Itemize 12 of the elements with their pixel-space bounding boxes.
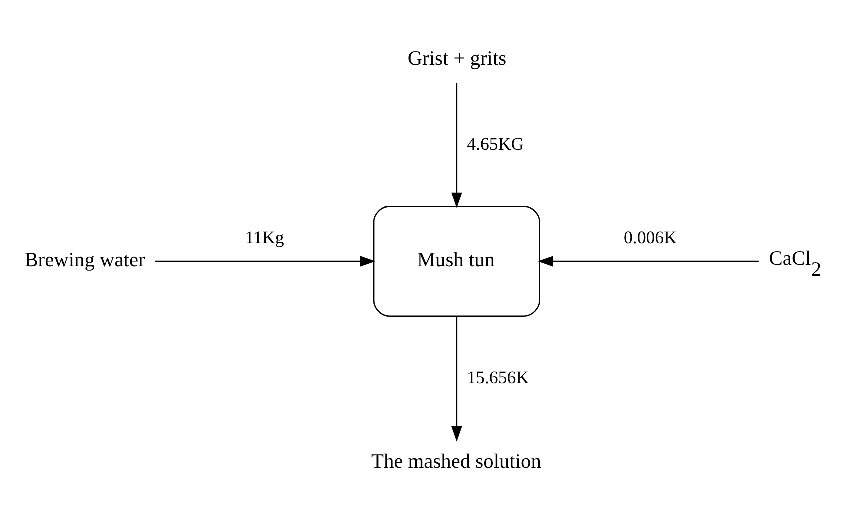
arrow (451, 82, 462, 208)
arrow (538, 256, 758, 266)
node-box: Mush tun (372, 206, 540, 316)
arrow (154, 256, 376, 266)
edge-label: 11Kg (244, 226, 284, 247)
node-text: Brewing water (24, 248, 145, 271)
edge-label: 0.006K (623, 226, 676, 247)
edge-label: 4.65KG (466, 134, 524, 154)
edge-label: 15.656K (466, 367, 529, 388)
arrow (451, 316, 462, 442)
node-text: The mashed solution (371, 450, 541, 472)
node-text: Grist + grits (407, 47, 506, 70)
